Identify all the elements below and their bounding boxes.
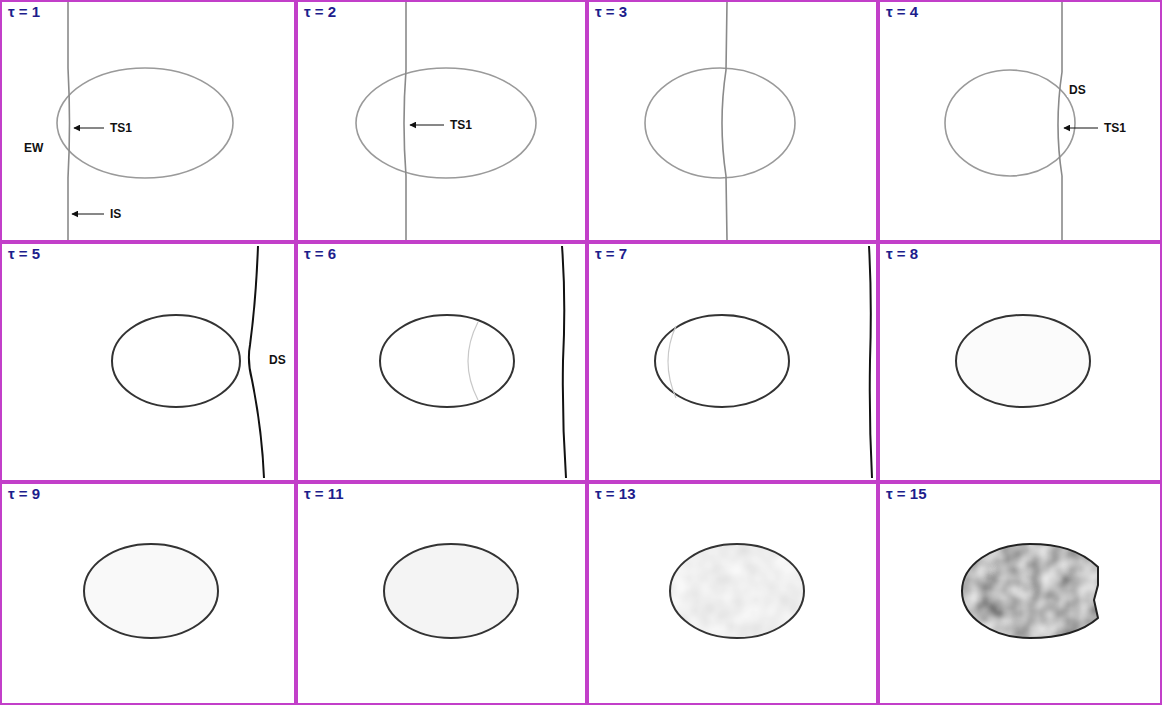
leader-line (72, 214, 104, 215)
time-panel: τ = 1 (0, 0, 296, 242)
shock-line (722, 2, 727, 240)
time-panel: τ = 13 (587, 482, 878, 705)
leader-line (1064, 128, 1098, 129)
shock-line (404, 2, 406, 240)
bubble-outline (112, 315, 240, 407)
wave-label: DS (267, 353, 288, 367)
bubble-outline (962, 544, 1098, 638)
transmitted-wave (468, 322, 478, 400)
time-label: τ = 8 (886, 246, 918, 263)
bubble-outline (57, 68, 233, 178)
time-label: τ = 9 (8, 486, 40, 503)
time-panel: τ = 3 (587, 0, 878, 242)
time-label: τ = 4 (886, 4, 918, 21)
time-label: τ = 7 (595, 246, 627, 263)
time-label: τ = 3 (595, 4, 627, 21)
time-panel: τ = 15 (878, 482, 1162, 705)
shock-line (869, 246, 872, 478)
bubble-outline (84, 544, 218, 638)
time-label: τ = 1 (8, 4, 40, 21)
shock-line (249, 246, 264, 478)
time-label: τ = 11 (304, 486, 344, 503)
bubble-outline (645, 68, 795, 178)
transmitted-wave (668, 326, 676, 398)
bubble-outline (380, 315, 514, 407)
time-label: τ = 15 (886, 486, 926, 503)
wave-label: TS1 (1102, 121, 1128, 135)
time-panel: τ = 5 (0, 242, 296, 482)
shock-line (1058, 2, 1062, 240)
bubble-interior (668, 542, 808, 642)
time-panel: τ = 2 (296, 0, 587, 242)
bubble-outline (956, 315, 1090, 407)
time-panel: τ = 8 (878, 242, 1162, 482)
bubble-outline (384, 544, 518, 638)
time-label: τ = 2 (304, 4, 336, 21)
wave-label: IS (108, 207, 123, 221)
time-label: τ = 5 (8, 246, 40, 263)
bubble-outline (670, 544, 804, 638)
bubble-outline (655, 315, 789, 407)
wave-label: EW (22, 141, 45, 155)
wave-label: TS1 (448, 118, 474, 132)
leader-line (74, 128, 104, 129)
time-panel: τ = 11 (296, 482, 587, 705)
wave-label: TS1 (108, 121, 134, 135)
wave-label: DS (1067, 83, 1088, 97)
bubble-interior (958, 540, 1103, 642)
time-panel: τ = 6 (296, 242, 587, 482)
shock-line (68, 2, 70, 240)
time-label: τ = 13 (595, 486, 635, 503)
time-panel: τ = 7 (587, 242, 878, 482)
bubble-outline (945, 70, 1075, 176)
shock-line (562, 246, 566, 478)
time-label: τ = 6 (304, 246, 336, 263)
bubble-outline (356, 68, 536, 178)
leader-line (410, 125, 444, 126)
time-panel: τ = 9 (0, 482, 296, 705)
